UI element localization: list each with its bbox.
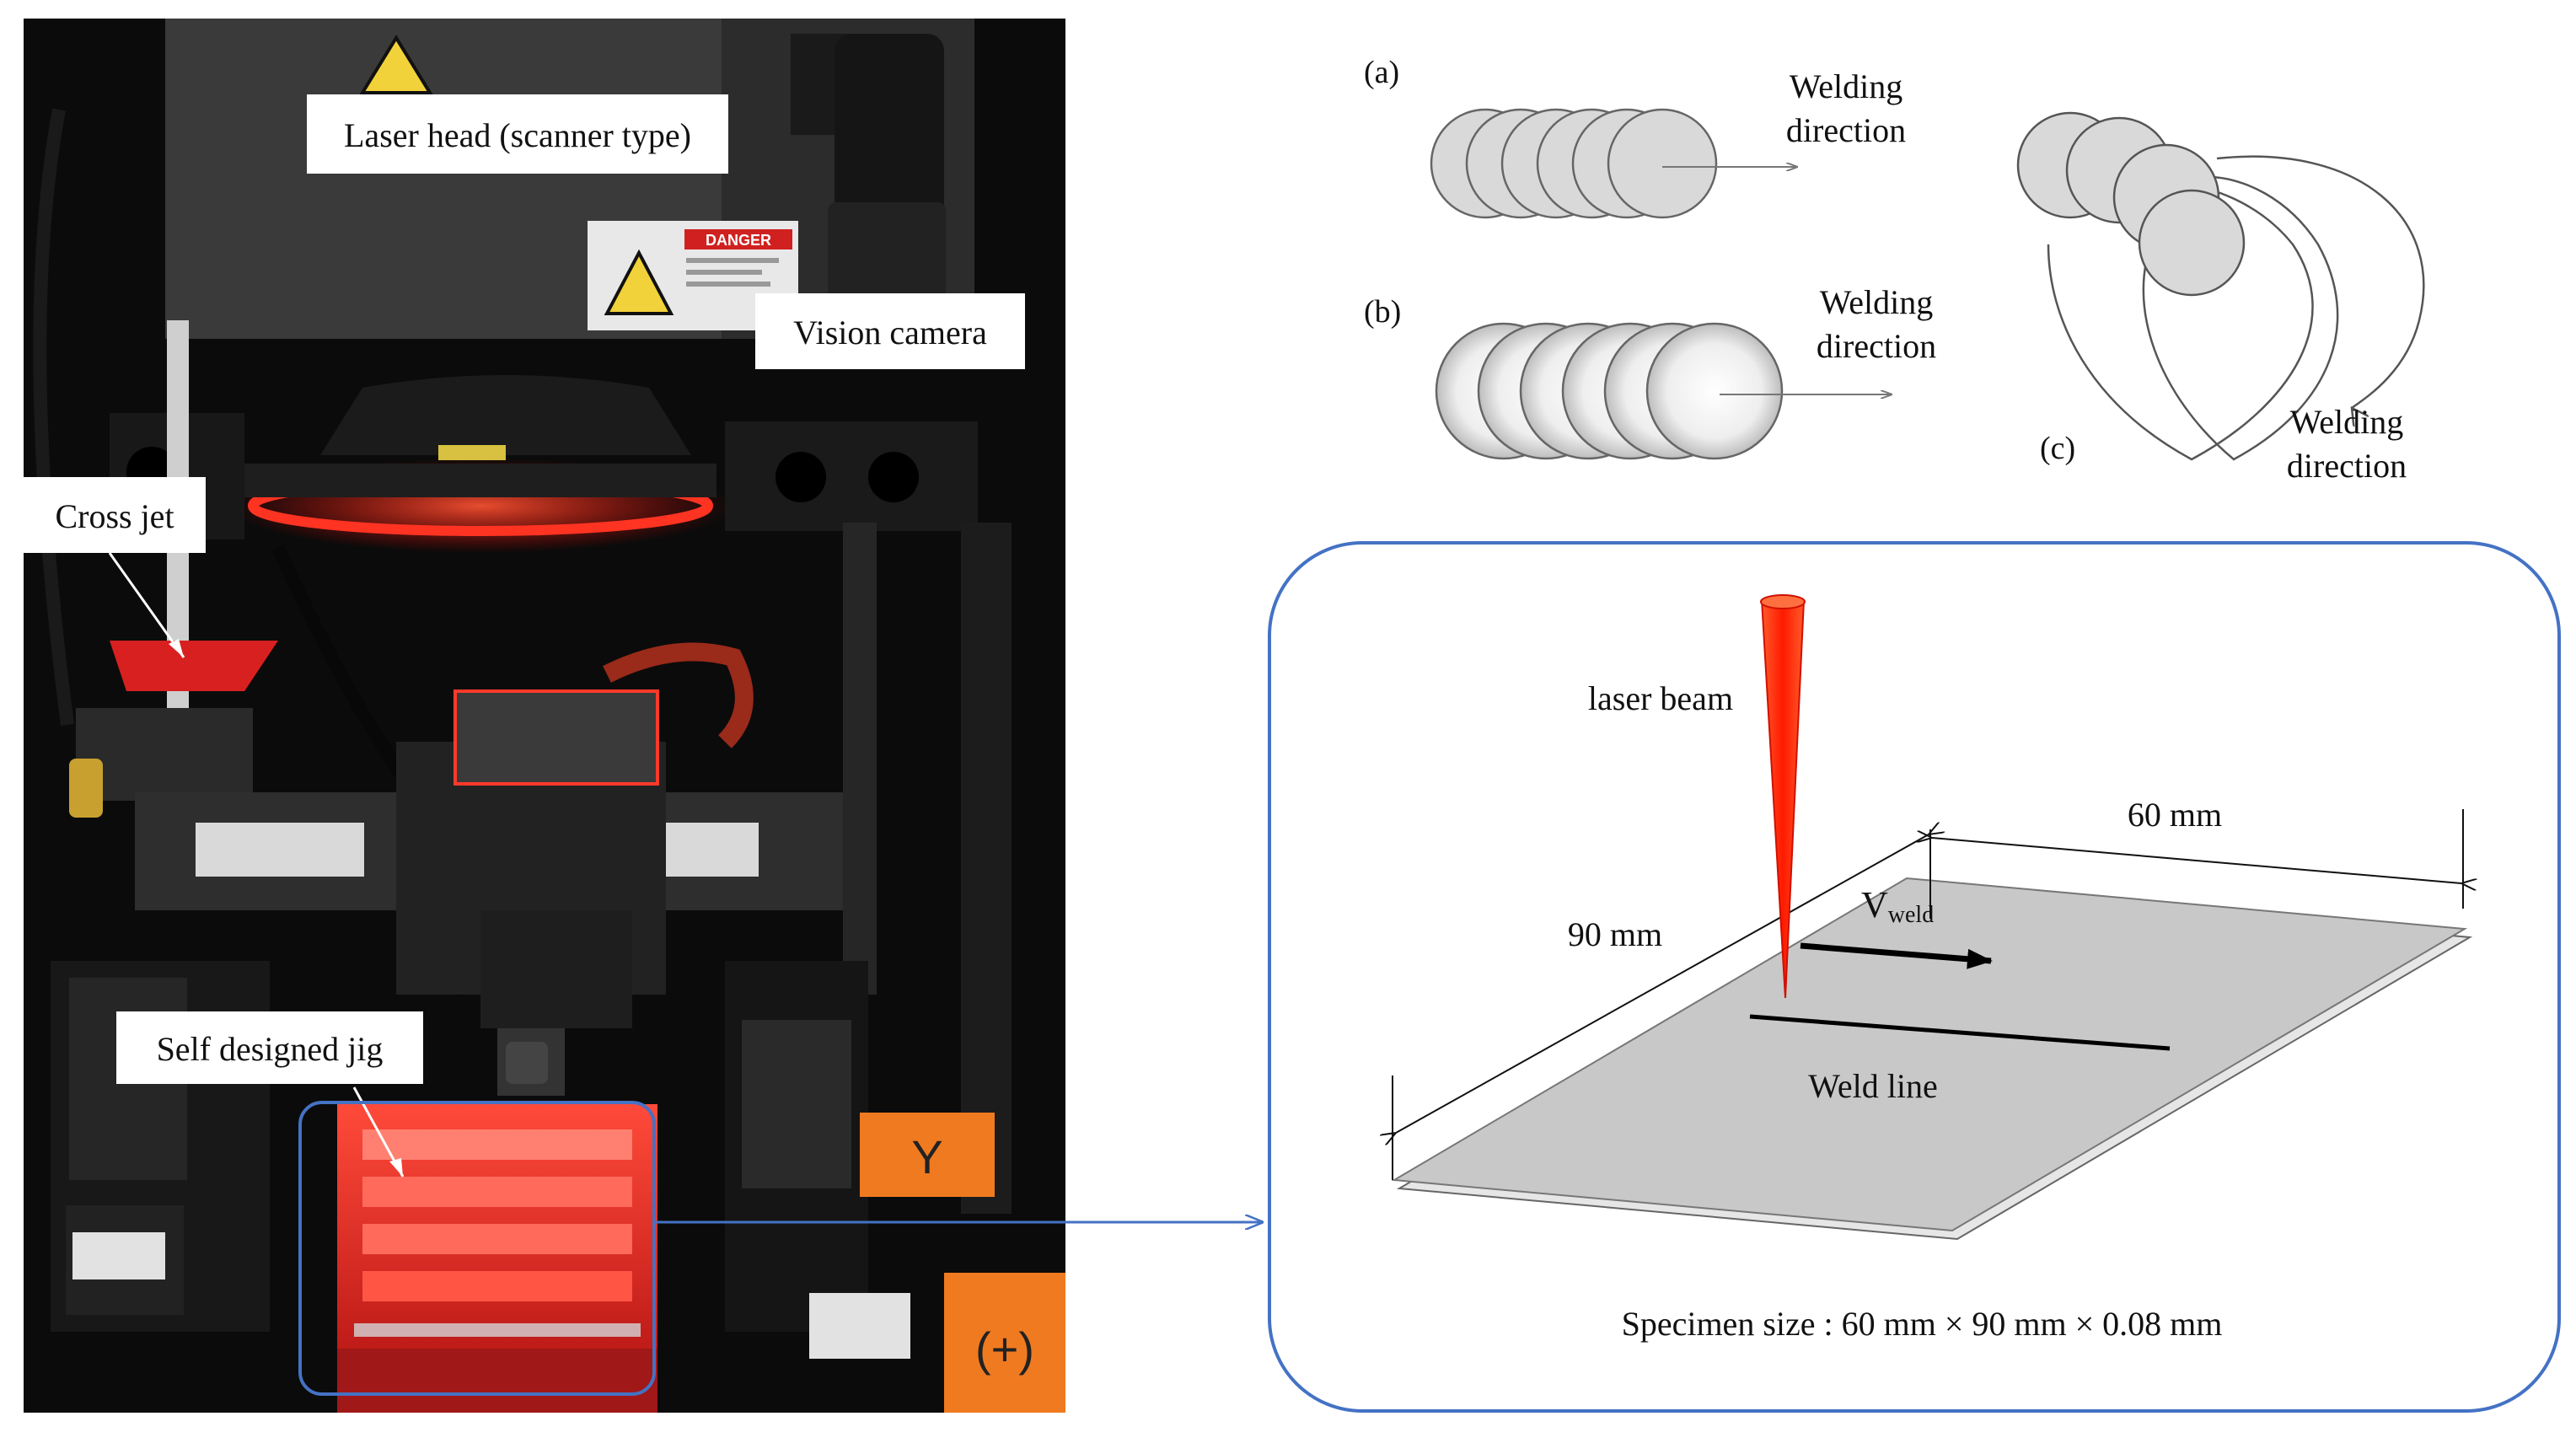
floor-mark-plus-text: (+)	[975, 1322, 1034, 1376]
laser-head-label-box	[307, 94, 728, 174]
pattern-b-tag: (b)	[1364, 294, 1401, 330]
weld-line-label: Weld line	[1808, 1067, 1937, 1105]
pattern-c-loop-2	[2142, 175, 2339, 461]
jig-highlight-box	[298, 1101, 656, 1396]
weld-line	[1749, 1014, 2171, 1051]
danger-text: DANGER	[706, 232, 771, 249]
specimen-size-caption: Specimen size : 60 mm × 90 mm × 0.08 mm	[1622, 1305, 2223, 1343]
vision-camera-label: Vision camera	[793, 314, 987, 351]
width-dimension	[1932, 838, 2461, 883]
hose-left	[33, 108, 74, 727]
pattern-c-tag: (c)	[2040, 431, 2075, 466]
pattern-a: (a) Welding direction	[1364, 55, 1906, 219]
specimen-panel: 60 mm 90 mm Weld line Vweld laser beam S…	[1268, 541, 2561, 1413]
weld-velocity-arrow	[1800, 942, 1993, 969]
pattern-c-direction-2: direction	[2287, 447, 2407, 485]
pattern-c-loop-1	[2047, 184, 2314, 461]
floor-mark-y-text: Y	[911, 1130, 942, 1183]
cross-jet-pointer	[108, 552, 185, 658]
pattern-b-direction-1: Welding	[1820, 283, 1934, 321]
laser-head-label: Laser head (scanner type)	[344, 116, 691, 154]
cross-jet-nozzle	[110, 641, 278, 691]
pattern-a-direction-2: direction	[1786, 111, 1906, 149]
jig-label-box	[116, 1011, 423, 1084]
danger-sticker: DANGER	[588, 221, 798, 330]
pattern-a-tag: (a)	[1364, 55, 1399, 90]
vision-camera-label-box	[755, 293, 1025, 369]
frame-rail-right	[843, 523, 877, 995]
cable-chain	[603, 642, 754, 748]
machine-photo: DANGER	[24, 19, 1065, 1413]
laser-beam-label: laser beam	[1588, 679, 1733, 717]
mount-plate	[725, 421, 978, 531]
jig-label: Self designed jig	[157, 1030, 384, 1068]
pattern-c: (c) Welding direction	[2016, 111, 2425, 485]
laser-warning-icon	[604, 249, 674, 315]
pattern-b-direction-2: direction	[1817, 327, 1936, 365]
self-designed-jig	[337, 1104, 657, 1413]
pattern-b: (b) Welding direction	[1364, 283, 1936, 460]
cross-jet-label-box	[24, 477, 206, 553]
width-dim-label: 60 mm	[2128, 796, 2222, 834]
floor-mark-plus	[944, 1273, 1065, 1413]
pattern-c-direction-arrow	[2216, 155, 2425, 408]
lens-cone	[320, 375, 691, 455]
length-dimension	[1396, 834, 1929, 1133]
cross-jet-fitting	[69, 759, 103, 818]
rail-tag-right	[809, 1293, 910, 1359]
rail-tag-left	[72, 1232, 165, 1279]
length-dim-label: 90 mm	[1568, 915, 1662, 953]
cross-jet-label: Cross jet	[55, 497, 174, 535]
velocity-label: Vweld	[1861, 884, 1934, 928]
pattern-c-direction-1: Welding	[2290, 403, 2404, 441]
warning-triangle-icon	[359, 35, 433, 94]
pattern-a-direction-1: Welding	[1790, 67, 1903, 105]
floor-mark-y	[860, 1113, 995, 1197]
